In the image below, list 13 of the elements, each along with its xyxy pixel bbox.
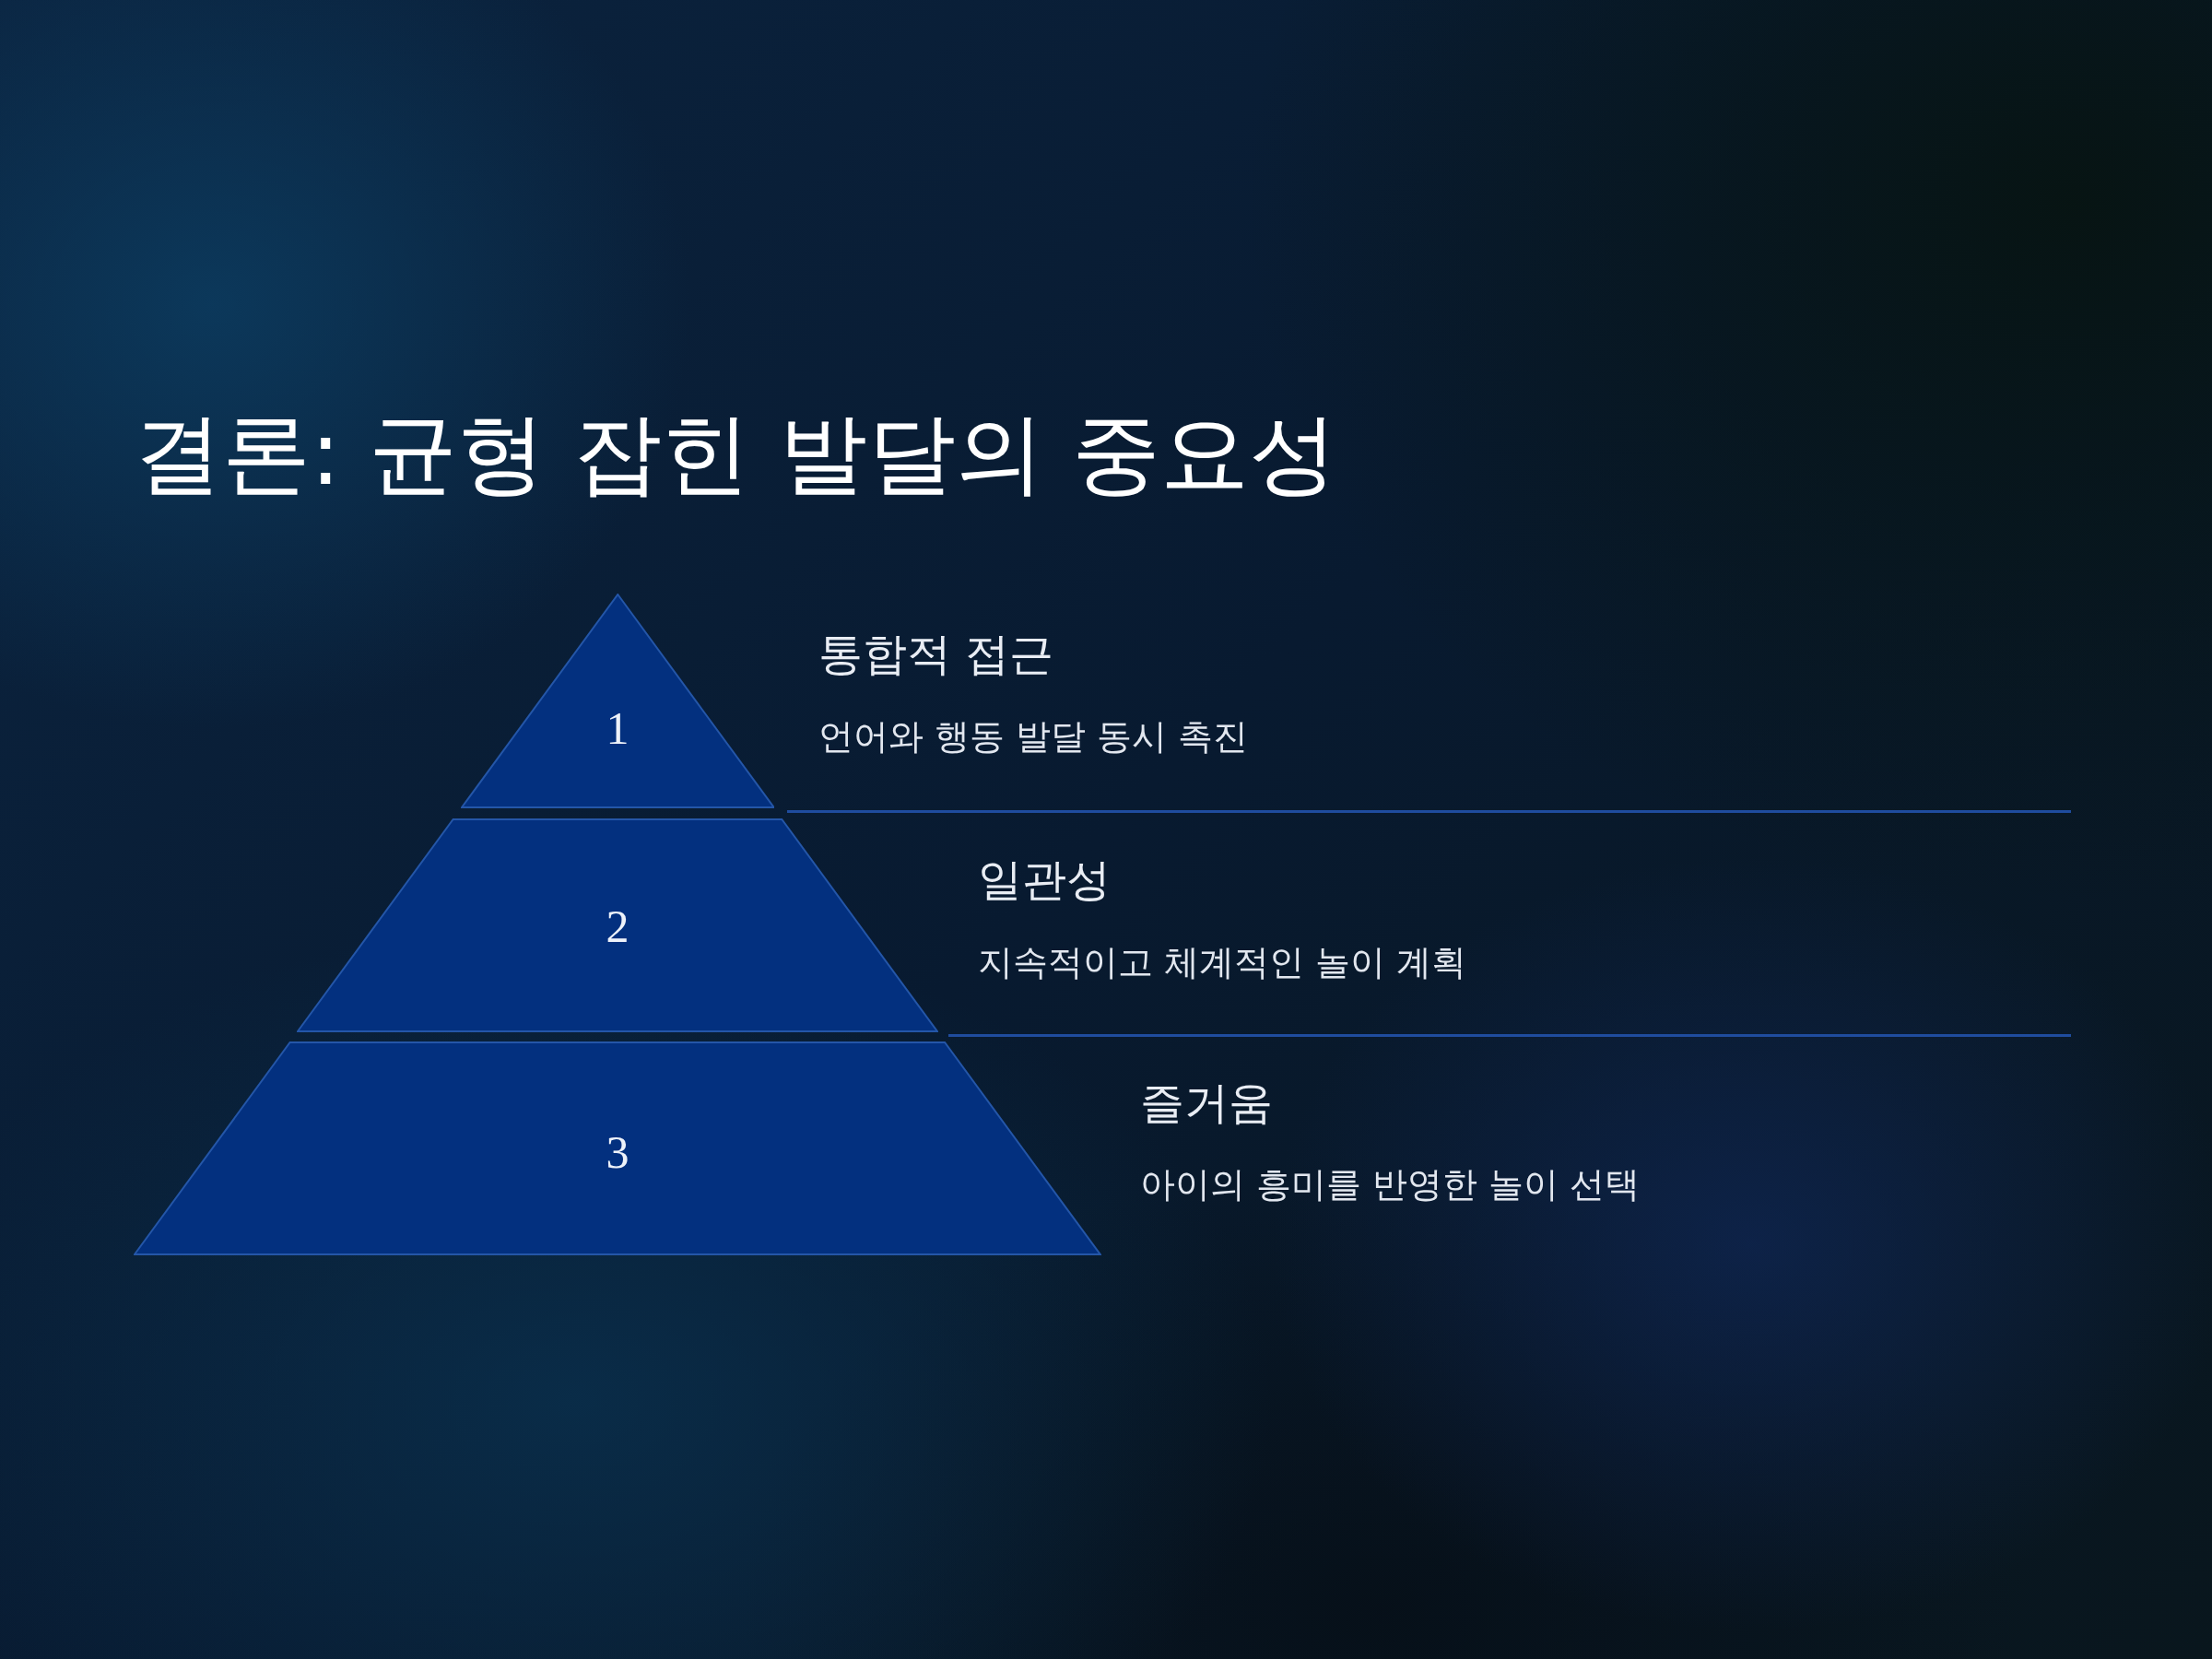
level-number: 1 <box>606 702 629 754</box>
level-number: 3 <box>606 1126 629 1178</box>
pyramid-triangle <box>460 594 775 808</box>
level-number: 2 <box>606 900 629 952</box>
step-heading: 통합적 접근 <box>818 628 1054 681</box>
slide-title: 결론: 균형 잡힌 발달의 중요성 <box>134 401 1338 507</box>
pyramid-band <box>134 1041 1101 1255</box>
step-heading: 일관성 <box>978 853 1111 907</box>
step-description: 아이의 흥미를 반영한 놀이 선택 <box>1140 1164 1641 1206</box>
step-heading: 즐거움 <box>1140 1077 1273 1130</box>
step-description: 지속적이고 체계적인 놀이 계획 <box>978 942 1467 984</box>
step-description: 언어와 행동 발달 동시 촉진 <box>818 716 1249 759</box>
pyramid-band <box>297 818 938 1032</box>
